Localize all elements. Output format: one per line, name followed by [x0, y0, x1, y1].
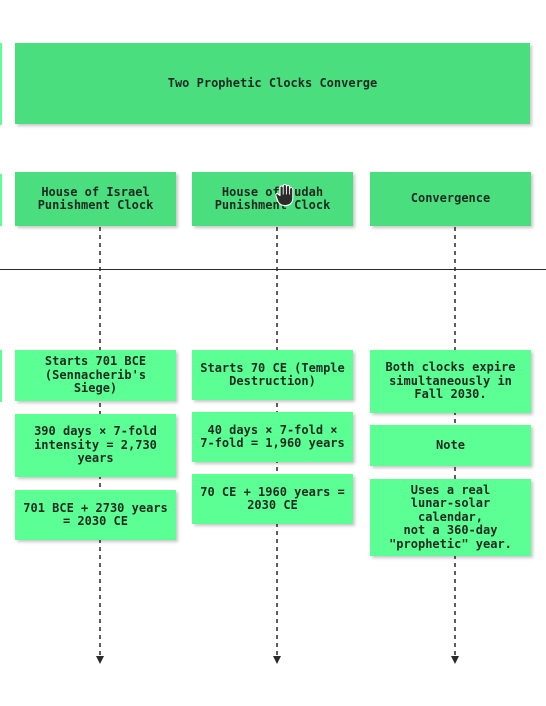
israel-result-line2: = 2030 CE: [62, 514, 129, 528]
convergence-line1: Both clocks expire: [385, 360, 516, 375]
calendar-note-line1: Uses a real: [410, 482, 491, 497]
diagram-title: Two Prophetic Clocks Converge: [167, 75, 378, 90]
israel-header-line2: Punishment Clock: [37, 198, 154, 212]
israel-result-line1: 701 BCE + 2730 years: [23, 500, 168, 515]
calendar-note-line4: "prophetic" year.: [389, 536, 512, 551]
israel-calculation-node[interactable]: 390 days × 7-fold intensity = 2,730 year…: [15, 414, 176, 477]
israel-calc-line2: intensity = 2,730: [34, 437, 157, 452]
calendar-note-line3: not a 360-day: [403, 523, 498, 538]
calendar-note-line2: lunar-solar calendar,: [410, 496, 491, 524]
hand-grab-icon: [275, 183, 294, 207]
israel-start-line1: Starts 701 BCE: [44, 354, 147, 369]
israel-header-line1: House of Israel: [41, 184, 150, 199]
convergence-summary-node[interactable]: Both clocks expire simultaneously in Fal…: [370, 350, 531, 413]
israel-start-line2: (Sennacherib's Siege): [44, 367, 147, 396]
judah-start-line1: Starts 70 CE (Temple: [200, 360, 345, 375]
convergence-header-node[interactable]: Convergence: [370, 172, 531, 226]
judah-result-line1: 70 CE + 1960 years =: [200, 484, 345, 499]
israel-result-node[interactable]: 701 BCE + 2730 years = 2030 CE: [15, 490, 176, 540]
convergence-line2: simultaneously in: [389, 373, 512, 388]
judah-header-line2: Punishment Clock: [214, 198, 331, 212]
note-label: Note: [436, 437, 465, 452]
judah-start-line2: Destruction): [229, 374, 316, 388]
israel-clock-header-node[interactable]: House of Israel Punishment Clock: [15, 172, 176, 226]
judah-calc-line1: 40 days × 7-fold ×: [207, 422, 338, 437]
convergence-line3: Fall 2030.: [414, 387, 487, 402]
judah-result-node[interactable]: 70 CE + 1960 years = 2030 CE: [192, 474, 353, 524]
judah-calc-line2: 7-fold = 1,960 years: [200, 436, 345, 450]
judah-calculation-node[interactable]: 40 days × 7-fold × 7-fold = 1,960 years: [192, 412, 353, 462]
judah-result-line2: 2030 CE: [247, 498, 298, 512]
note-node[interactable]: Note: [370, 425, 531, 466]
diagram-title-node[interactable]: Two Prophetic Clocks Converge: [15, 43, 530, 124]
convergence-header-label: Convergence: [410, 191, 491, 206]
section-divider-line: [0, 269, 546, 270]
israel-start-node[interactable]: Starts 701 BCE (Sennacherib's Siege): [15, 350, 176, 401]
judah-clock-header-node[interactable]: House of Judah Punishment Clock: [192, 172, 353, 226]
calendar-note-node[interactable]: Uses a real lunar-solar calendar, not a …: [370, 479, 531, 556]
judah-header-line1: House of Judah: [221, 184, 324, 199]
israel-calc-line3: years: [77, 451, 114, 466]
israel-calc-line1: 390 days × 7-fold: [34, 424, 157, 439]
judah-start-node[interactable]: Starts 70 CE (Temple Destruction): [192, 350, 353, 400]
